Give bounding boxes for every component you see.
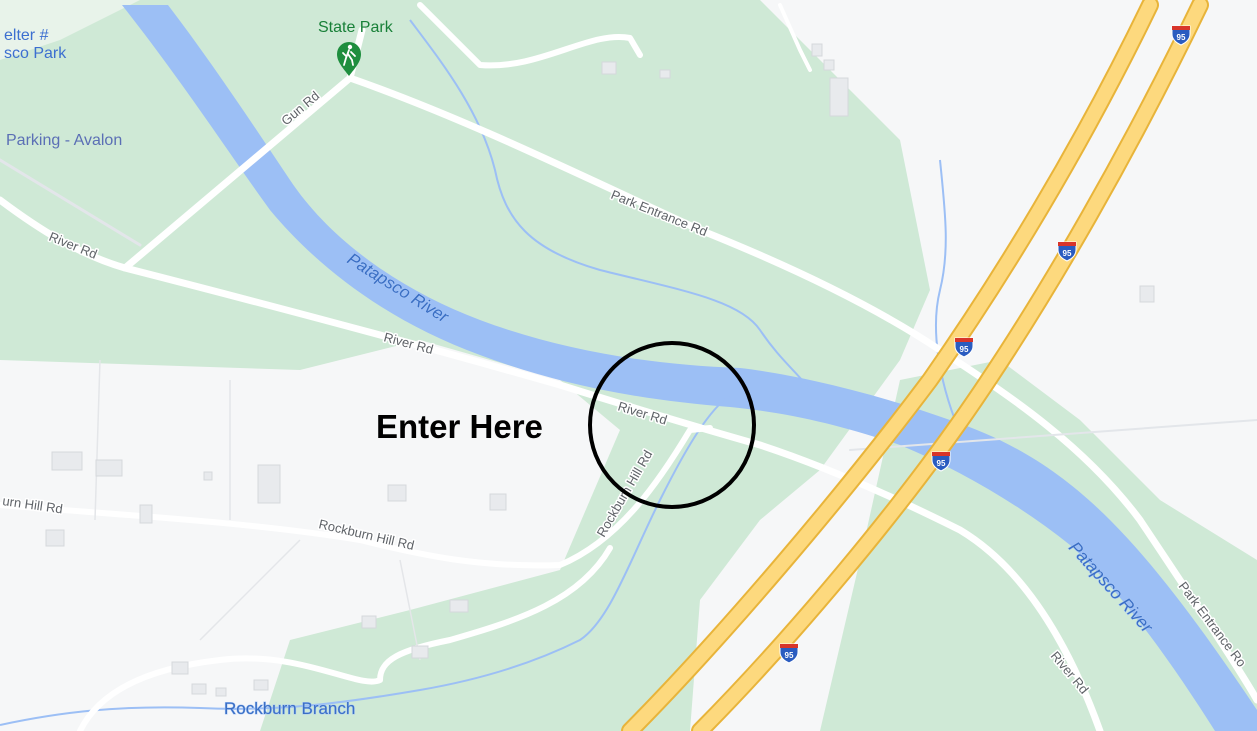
state-park-label[interactable]: State Park [318,19,394,36]
park-area [0,0,930,731]
shelter-park-label[interactable]: sco Park [4,45,67,62]
property-lines [94,359,421,661]
shelter-label[interactable]: elter # [4,27,49,44]
interstate-shield-icon: 95 [931,451,951,472]
annotation-circle [588,341,756,509]
stream [935,159,956,421]
svg-text:95: 95 [1177,33,1186,42]
svg-text:95: 95 [785,651,794,660]
enter-here-annotation: Enter Here [376,408,543,445]
rockburn-hill-rd [0,425,713,569]
hiking-icon[interactable] [337,42,361,76]
rockburn-branch-label: Rockburn Branch [224,699,355,718]
interstate-95 [621,0,1209,731]
rockburn-branch-stream [0,394,731,726]
rockburn-hill-rd-spur [77,545,613,731]
local-road [417,2,643,69]
stream [409,19,811,391]
patapsco-river [122,5,1257,731]
svg-text:95: 95 [937,459,946,468]
interstate-shield-icon: 95 [1057,241,1077,262]
park-entrance-rd [346,74,1257,704]
interstate-shield-icon: 95 [954,337,974,358]
parking-avalon-label[interactable]: Parking - Avalon [6,132,122,149]
local-road [849,419,1257,451]
local-road [778,3,812,72]
interstate-shield-icon: 95 [779,643,799,664]
local-road [0,158,142,247]
buildings [45,43,1155,697]
park-area [0,0,140,60]
svg-text:95: 95 [960,345,969,354]
svg-text:95: 95 [1063,249,1072,258]
interstate-shield-icon: 95 [1171,25,1191,46]
